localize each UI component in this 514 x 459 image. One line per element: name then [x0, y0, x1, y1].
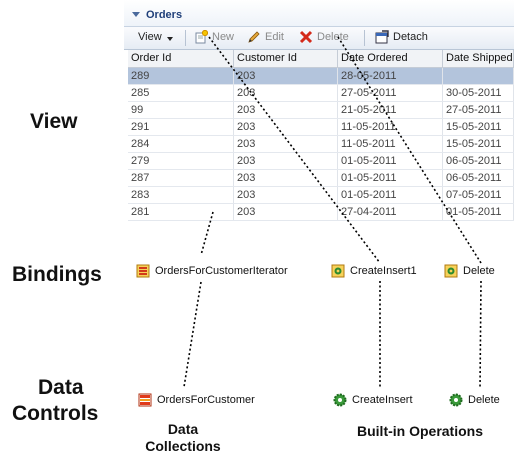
connector-iterator-to-collection: [183, 281, 202, 388]
table-cell: 291: [128, 119, 234, 135]
iterator-binding-icon: [136, 264, 150, 278]
table-cell: 11-05-2011: [338, 119, 443, 135]
data-collections-caption-line2: Collections: [145, 438, 221, 454]
bindings-label: Bindings: [12, 263, 102, 286]
table-cell: 01-05-2011: [338, 170, 443, 186]
orders-table: Order Id Customer Id Date Ordered Date S…: [128, 50, 514, 221]
data-controls-label-line1: Data: [38, 376, 84, 399]
connector-delete-to-delete-binding: [337, 36, 482, 264]
table-cell: 203: [234, 153, 338, 169]
edit-button[interactable]: Edit: [265, 31, 284, 43]
table-cell: 27-04-2011: [338, 204, 443, 220]
table-header-row: Order Id Customer Id Date Ordered Date S…: [128, 50, 514, 68]
view-label: View: [30, 110, 78, 133]
binding-delete-label: Delete: [463, 265, 495, 277]
table-cell: 203: [234, 136, 338, 152]
table-cell: 279: [128, 153, 234, 169]
table-cell: 285: [128, 85, 234, 101]
red-x-icon[interactable]: [299, 30, 313, 44]
connector-view-to-iterator: [200, 211, 214, 256]
toolbar: View New Edit Delete Detach: [124, 27, 514, 50]
table-cell: 203: [234, 170, 338, 186]
table-cell: 203: [234, 119, 338, 135]
action-binding-icon: [444, 264, 458, 278]
table-cell: 289: [128, 68, 234, 84]
connector-delete-binding-to-operation: [479, 280, 482, 390]
table-cell: 203: [234, 204, 338, 220]
action-binding-icon: [331, 264, 345, 278]
table-cell: 284: [128, 136, 234, 152]
panel-title: Orders: [146, 9, 183, 21]
binding-iterator-label: OrdersForCustomerIterator: [155, 265, 288, 277]
detach-button[interactable]: Detach: [393, 31, 428, 43]
chevron-down-icon[interactable]: [167, 37, 173, 41]
binding-create-insert-label: CreateInsert1: [350, 265, 417, 277]
table-cell: 203: [234, 85, 338, 101]
detach-icon[interactable]: [375, 30, 389, 44]
new-button[interactable]: New: [212, 31, 235, 43]
table-cell: 283: [128, 187, 234, 203]
data-collection-icon: [138, 393, 152, 407]
table-cell: 99: [128, 102, 234, 118]
table-cell: 27-05-2011: [338, 85, 443, 101]
toolbar-separator: [185, 30, 186, 46]
data-control-delete-label: Delete: [468, 394, 500, 406]
connector-new-to-createinsert-binding: [208, 36, 381, 264]
data-control-collection-label: OrdersForCustomer: [157, 394, 255, 406]
toolbar-separator: [364, 30, 365, 46]
table-cell: 28-05-2011: [338, 68, 443, 84]
table-cell: 01-05-2011: [338, 187, 443, 203]
builtin-operations-caption: Built-in Operations: [357, 423, 483, 439]
column-header-customer-id[interactable]: Customer Id: [234, 50, 338, 67]
delete-button[interactable]: Delete: [317, 31, 349, 43]
table-cell: 203: [234, 102, 338, 118]
table-cell: 281: [128, 204, 234, 220]
gear-operation-icon: [333, 393, 347, 407]
table-cell: 287: [128, 170, 234, 186]
data-controls-label-line2: Controls: [12, 402, 99, 425]
collapse-triangle-icon[interactable]: [132, 12, 140, 17]
column-header-order-id[interactable]: Order Id: [128, 50, 234, 67]
panel-header: Orders: [124, 0, 514, 27]
table-cell: 203: [234, 68, 338, 84]
table-cell: 01-05-2011: [338, 153, 443, 169]
gear-operation-icon: [449, 393, 463, 407]
new-record-icon[interactable]: [194, 30, 208, 44]
view-menu-button[interactable]: View: [138, 31, 162, 43]
pencil-icon[interactable]: [247, 30, 261, 44]
data-control-create-insert-label: CreateInsert: [352, 394, 413, 406]
data-collections-caption-line1: Data: [167, 421, 199, 437]
table-cell: 203: [234, 187, 338, 203]
table-cell: 11-05-2011: [338, 136, 443, 152]
orders-panel: Orders View New Edit Delete Detach: [124, 0, 514, 221]
column-header-date-ordered[interactable]: Date Ordered: [338, 50, 443, 67]
